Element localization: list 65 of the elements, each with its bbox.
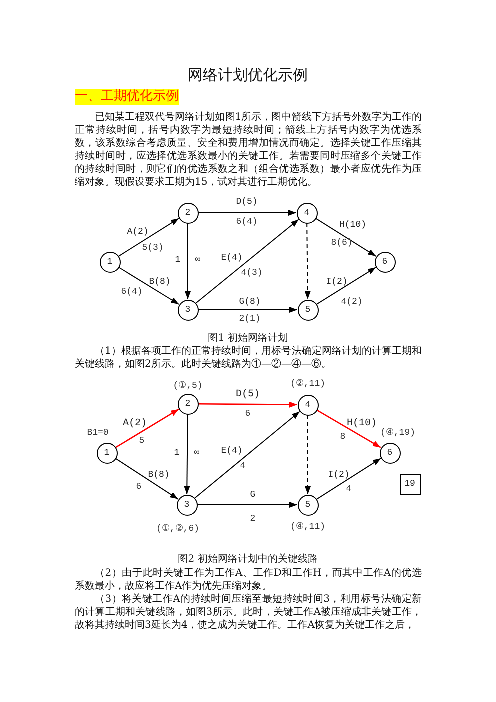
duration-label: 4: [240, 461, 246, 471]
arrow: [194, 411, 300, 499]
duration-label: 5(3): [142, 243, 164, 253]
duration-label: 4: [346, 484, 352, 494]
edge-label: H(10): [347, 418, 377, 430]
duration-label: ∞: [195, 255, 201, 265]
paragraph: 已知某工程双代号网络计划如图1所示，图中箭线下方括号外数字为工作的正常持续时间，括号内数字为最短持续时间；箭线上方括号内数字为优选系数，该系数综合考虑质量、安全和费用增加情况而确定。选择关键工作压缩其持续时间时，应选择优选系数最小的关键工作。若需要同时压缩多个关键工作的持续时间时，则它们的优选系数之和（组合优选系数）最小者应优先作为压缩对象。现假设要求工期为15，试对其进行工期优化。: [75, 111, 422, 189]
node-annotation: (④,19): [380, 428, 416, 438]
arrow: [316, 458, 382, 500]
arrow: [316, 267, 377, 305]
arrow: [198, 307, 298, 313]
duration-label: 8(6): [331, 238, 353, 248]
section-heading: 一、工期优化示例: [75, 89, 179, 105]
duration-label: 6: [245, 409, 251, 419]
arrow: [185, 223, 191, 300]
duration-label: ∞: [194, 448, 200, 458]
edge-label: D(5): [236, 197, 258, 207]
node-annotation: (②,11): [290, 379, 326, 389]
edge-label: G(8): [239, 297, 261, 307]
duration-label: 4(2): [341, 297, 363, 307]
edge-label: B(8): [149, 277, 171, 287]
edge-label: E(4): [221, 253, 243, 263]
edge-label: G: [250, 490, 256, 500]
node-annotation: (①,②,6): [156, 524, 200, 534]
paragraph: （2）由于此时关键工作为工作A、工作D和工作H，而其中工作A的优选系数最小，故应将工作A作为优先压缩对象。: [75, 567, 422, 593]
duration-label: 5: [139, 436, 145, 446]
dashed-arrow: [304, 223, 311, 300]
edge-label: H(10): [340, 220, 366, 230]
duration-label: 2: [250, 514, 256, 524]
duration-label: 4(3): [241, 268, 263, 278]
arrow: [118, 267, 180, 305]
edge-label: I(2): [326, 277, 348, 287]
edge-label: E(4): [221, 446, 243, 456]
total-duration-box: 19: [400, 474, 420, 494]
arrow: [198, 402, 298, 408]
node-annotation: (①,5): [173, 381, 203, 391]
figure-caption: 图1 初始网络计划: [208, 333, 288, 345]
node-annotation: (④,11): [290, 522, 326, 532]
edge-label: B(8): [148, 470, 170, 480]
dashed-arrow: [305, 415, 311, 495]
arrow: [115, 458, 179, 500]
edge-label: 1: [175, 255, 181, 265]
paragraph: （3）将关键工作A的持续时间压缩至最短持续时间3，利用标号法确定新的计算工期和关键线路，如图3所示。此时，关键工作A被压缩成非关键工作，故将其持续时间3延长为4，使之成为关键工作。工作A恢复为关键工作之后，: [75, 593, 422, 632]
arrow: [316, 410, 382, 448]
node-annotation: B1=0: [87, 428, 109, 438]
edge-label: A(2): [127, 227, 149, 237]
edge-label: D(5): [236, 390, 260, 400]
edge-label: I(2): [328, 470, 350, 480]
arrow: [198, 210, 297, 216]
arrow: [197, 502, 298, 508]
edge-label: 1: [174, 448, 180, 458]
arrow: [315, 218, 377, 257]
paragraph: （1）根据各项工作的正常持续时间，用标号法确定网络计划的计算工期和关键线路，如图2所示。此时关键线路为①—②—④—⑥。: [75, 345, 422, 371]
arrow: [116, 408, 180, 448]
edge-label: A(2): [123, 418, 147, 430]
arrow: [196, 219, 300, 304]
arrow: [118, 218, 180, 257]
duration-label: 6(4): [236, 217, 258, 227]
duration-label: 8: [340, 432, 346, 442]
arrow: [184, 414, 190, 495]
duration-label: 6: [136, 482, 142, 492]
figure-caption: 图2 初始网络计划中的关键线路: [178, 554, 318, 566]
duration-label: 6(4): [121, 287, 143, 297]
page-title: 网络计划优化示例: [188, 66, 308, 84]
duration-label: 2(1): [239, 314, 261, 324]
